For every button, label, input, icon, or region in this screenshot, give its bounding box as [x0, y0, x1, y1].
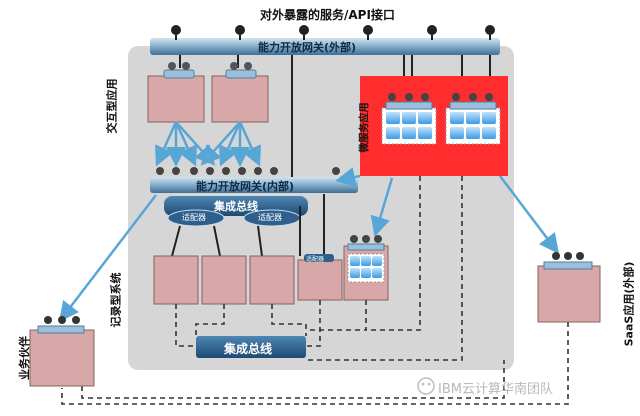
- partner-box: [29, 316, 95, 387]
- interactive-app-box-2: [211, 62, 269, 123]
- business-partner-label: 业务伙伴: [18, 336, 31, 380]
- top-api-label: 对外暴露的服务/API接口: [260, 8, 395, 22]
- microservice-box-2: [445, 93, 501, 145]
- app-arrows: [155, 121, 261, 167]
- interactive-apps-label: 交互型应用: [105, 78, 119, 134]
- adapter-left-label: 适配器: [182, 213, 206, 222]
- watermark-text: IBM云计算华南团队: [438, 382, 553, 397]
- top-nodes: [171, 25, 495, 40]
- record-system-boxes: [153, 254, 343, 305]
- esb-upper-label: 集成总线: [214, 200, 258, 213]
- adapter-left-shape: [167, 209, 225, 227]
- microservice-box-1: [381, 93, 437, 145]
- saas-external-label: SaaS应用(外部): [622, 261, 636, 347]
- external-gateway-bar: [150, 38, 500, 55]
- interactive-app-box-1: [147, 62, 205, 123]
- esb-links: [171, 194, 325, 257]
- internal-gateway-label: 能力开放网关(内部): [196, 180, 295, 193]
- partner-arrow: [58, 194, 157, 322]
- adapter-small-shape: [304, 254, 334, 262]
- internal-gateway-bar: [150, 177, 358, 193]
- watermark-icon: [417, 377, 435, 395]
- record-box-1: [153, 255, 199, 305]
- adapter-right-label: 适配器: [258, 213, 282, 222]
- adapter-small-label: 适配器: [306, 256, 325, 263]
- record-box-3: [249, 255, 295, 305]
- micro-to-gateway-arrow: [335, 167, 361, 187]
- esb-lower-bar: [196, 336, 306, 358]
- microservice-apps-label: 微服务应用: [359, 102, 371, 153]
- esb-lower-label: 集成总线: [224, 342, 273, 356]
- micro-to-cluster-arrow: [370, 177, 394, 237]
- small-micro-cluster: [343, 235, 389, 301]
- record-box-4: [297, 259, 343, 301]
- saas-arrow: [499, 175, 560, 254]
- record-systems-label: 记录型系统: [109, 272, 123, 328]
- record-box-2: [201, 255, 247, 305]
- saas-box: [537, 252, 601, 323]
- dashed-connectors: [61, 176, 569, 405]
- external-gateway-label: 能力开放网关(外部): [258, 41, 357, 54]
